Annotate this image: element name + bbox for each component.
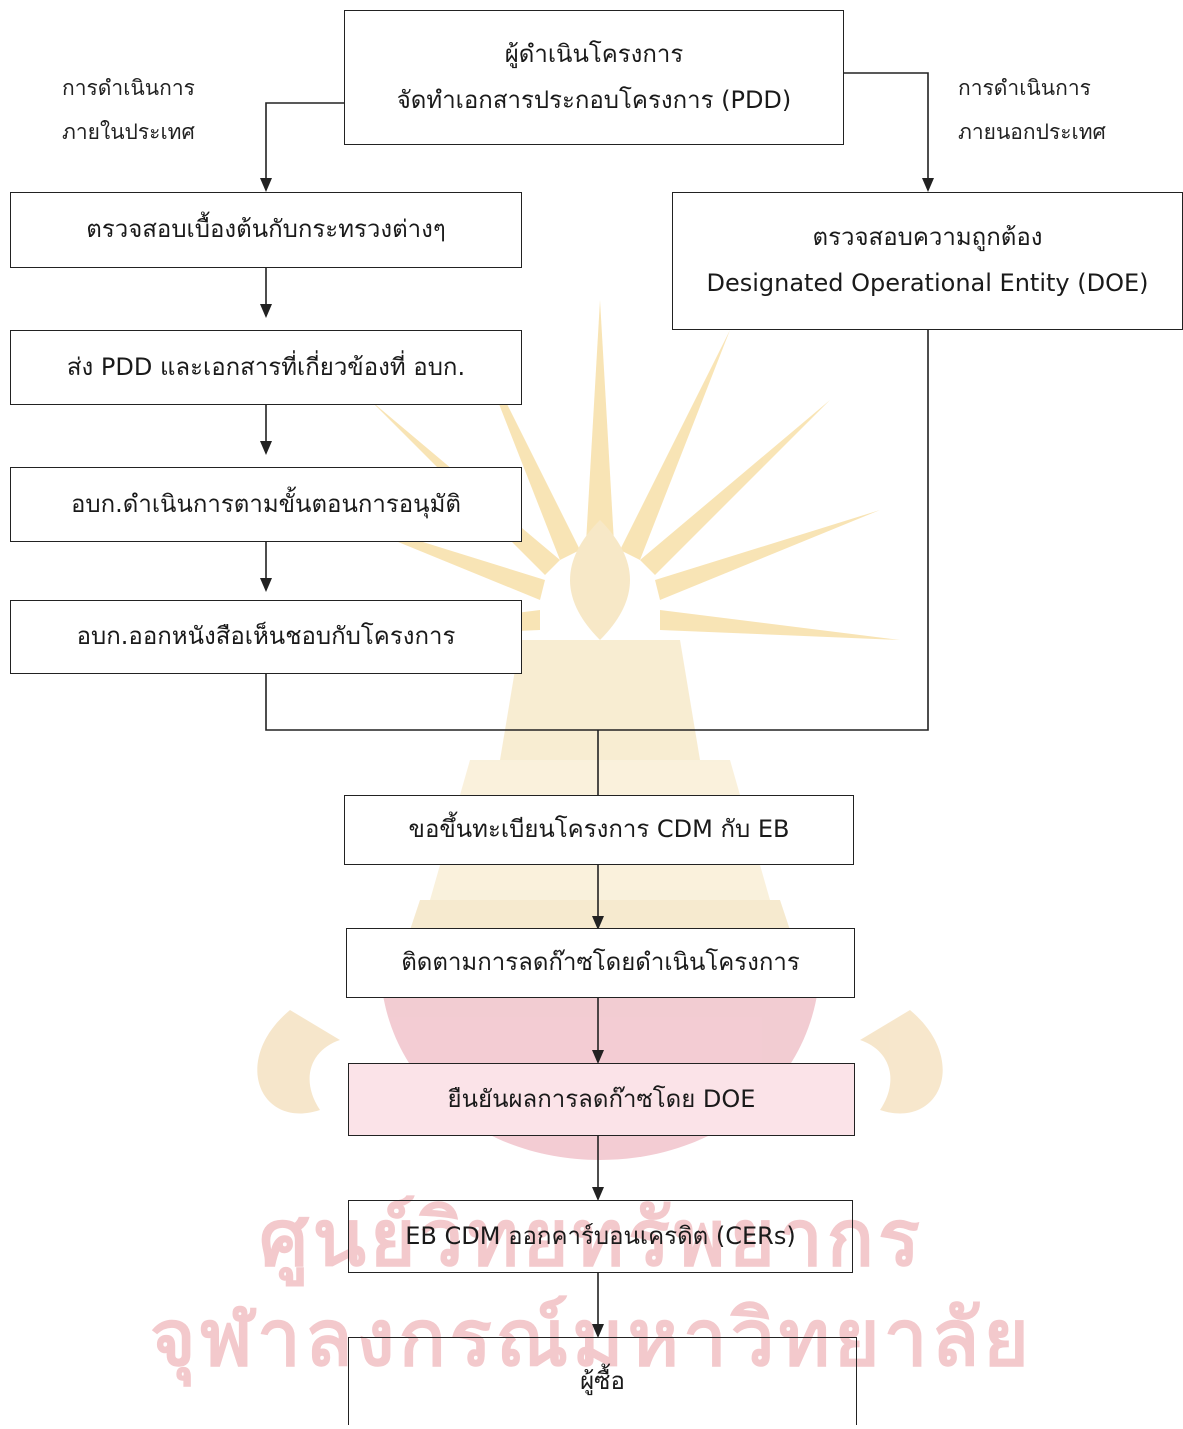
validation-line-2: Designated Operational Entity (DOE) [706,269,1149,297]
project-developer-box: ผู้ดำเนินโครงการ จัดทำเอกสารประกอบโครงกา… [344,10,844,145]
validation-line-1: ตรวจสอบความถูกต้อง [812,223,1043,252]
foreign-label-line-1: การดำเนินการ [958,76,1091,100]
foreign-label-line-2: ภายนอกประเทศ [958,120,1106,145]
foreign-label: การดำเนินการ ภายนอกประเทศ [958,66,1106,154]
validation-doe-box: ตรวจสอบความถูกต้อง Designated Operationa… [672,192,1183,330]
issuance-box: EB CDM ออกคาร์บอนเครดิต (CERs) [348,1200,853,1273]
arrow-top-to-right [844,72,934,192]
verification-text: ยืนยันผลการลดก๊าซโดย DOE [447,1084,756,1113]
domestic-label: การดำเนินการ ภายในประเทศ [62,66,195,154]
preliminary-check-box: ตรวจสอบเบื้องต้นกับกระทรวงต่างๆ [10,192,522,268]
approval-process-box: อบก.ดำเนินการตามขั้นตอนการอนุมัติ [10,467,522,542]
letter-of-approval-text: อบก.ออกหนังสือเห็นชอบกับโครงการ [76,622,456,651]
project-developer-line-2: จัดทำเอกสารประกอบโครงการ (PDD) [396,85,792,114]
registration-box: ขอขึ้นทะเบียนโครงการ CDM กับ EB [344,795,854,865]
registration-text: ขอขึ้นทะเบียนโครงการ CDM กับ EB [408,815,790,844]
buyer-text: ผู้ซื้อ [580,1366,625,1395]
verification-box: ยืนยันผลการลดก๊าซโดย DOE [348,1063,855,1136]
arrow-top-to-left [260,102,344,192]
domestic-label-line-2: ภายในประเทศ [62,120,195,145]
monitoring-text: ติดตามการลดก๊าซโดยดำเนินโครงการ [401,948,800,977]
approval-process-text: อบก.ดำเนินการตามขั้นตอนการอนุมัติ [70,489,461,518]
monitoring-box: ติดตามการลดก๊าซโดยดำเนินโครงการ [346,928,855,998]
submit-pdd-box: ส่ง PDD และเอกสารที่เกี่ยวข้องที่ อบก. [10,330,522,405]
submit-pdd-text: ส่ง PDD และเอกสารที่เกี่ยวข้องที่ อบก. [66,352,466,381]
preliminary-check-text: ตรวจสอบเบื้องต้นกับกระทรวงต่างๆ [86,215,446,244]
buyer-box: ผู้ซื้อ [348,1337,857,1425]
issuance-text: EB CDM ออกคาร์บอนเครดิต (CERs) [405,1221,796,1250]
merge-line [265,330,929,731]
letter-of-approval-box: อบก.ออกหนังสือเห็นชอบกับโครงการ [10,600,522,674]
domestic-label-line-1: การดำเนินการ [62,76,195,100]
project-developer-line-1: ผู้ดำเนินโครงการ [504,39,684,68]
